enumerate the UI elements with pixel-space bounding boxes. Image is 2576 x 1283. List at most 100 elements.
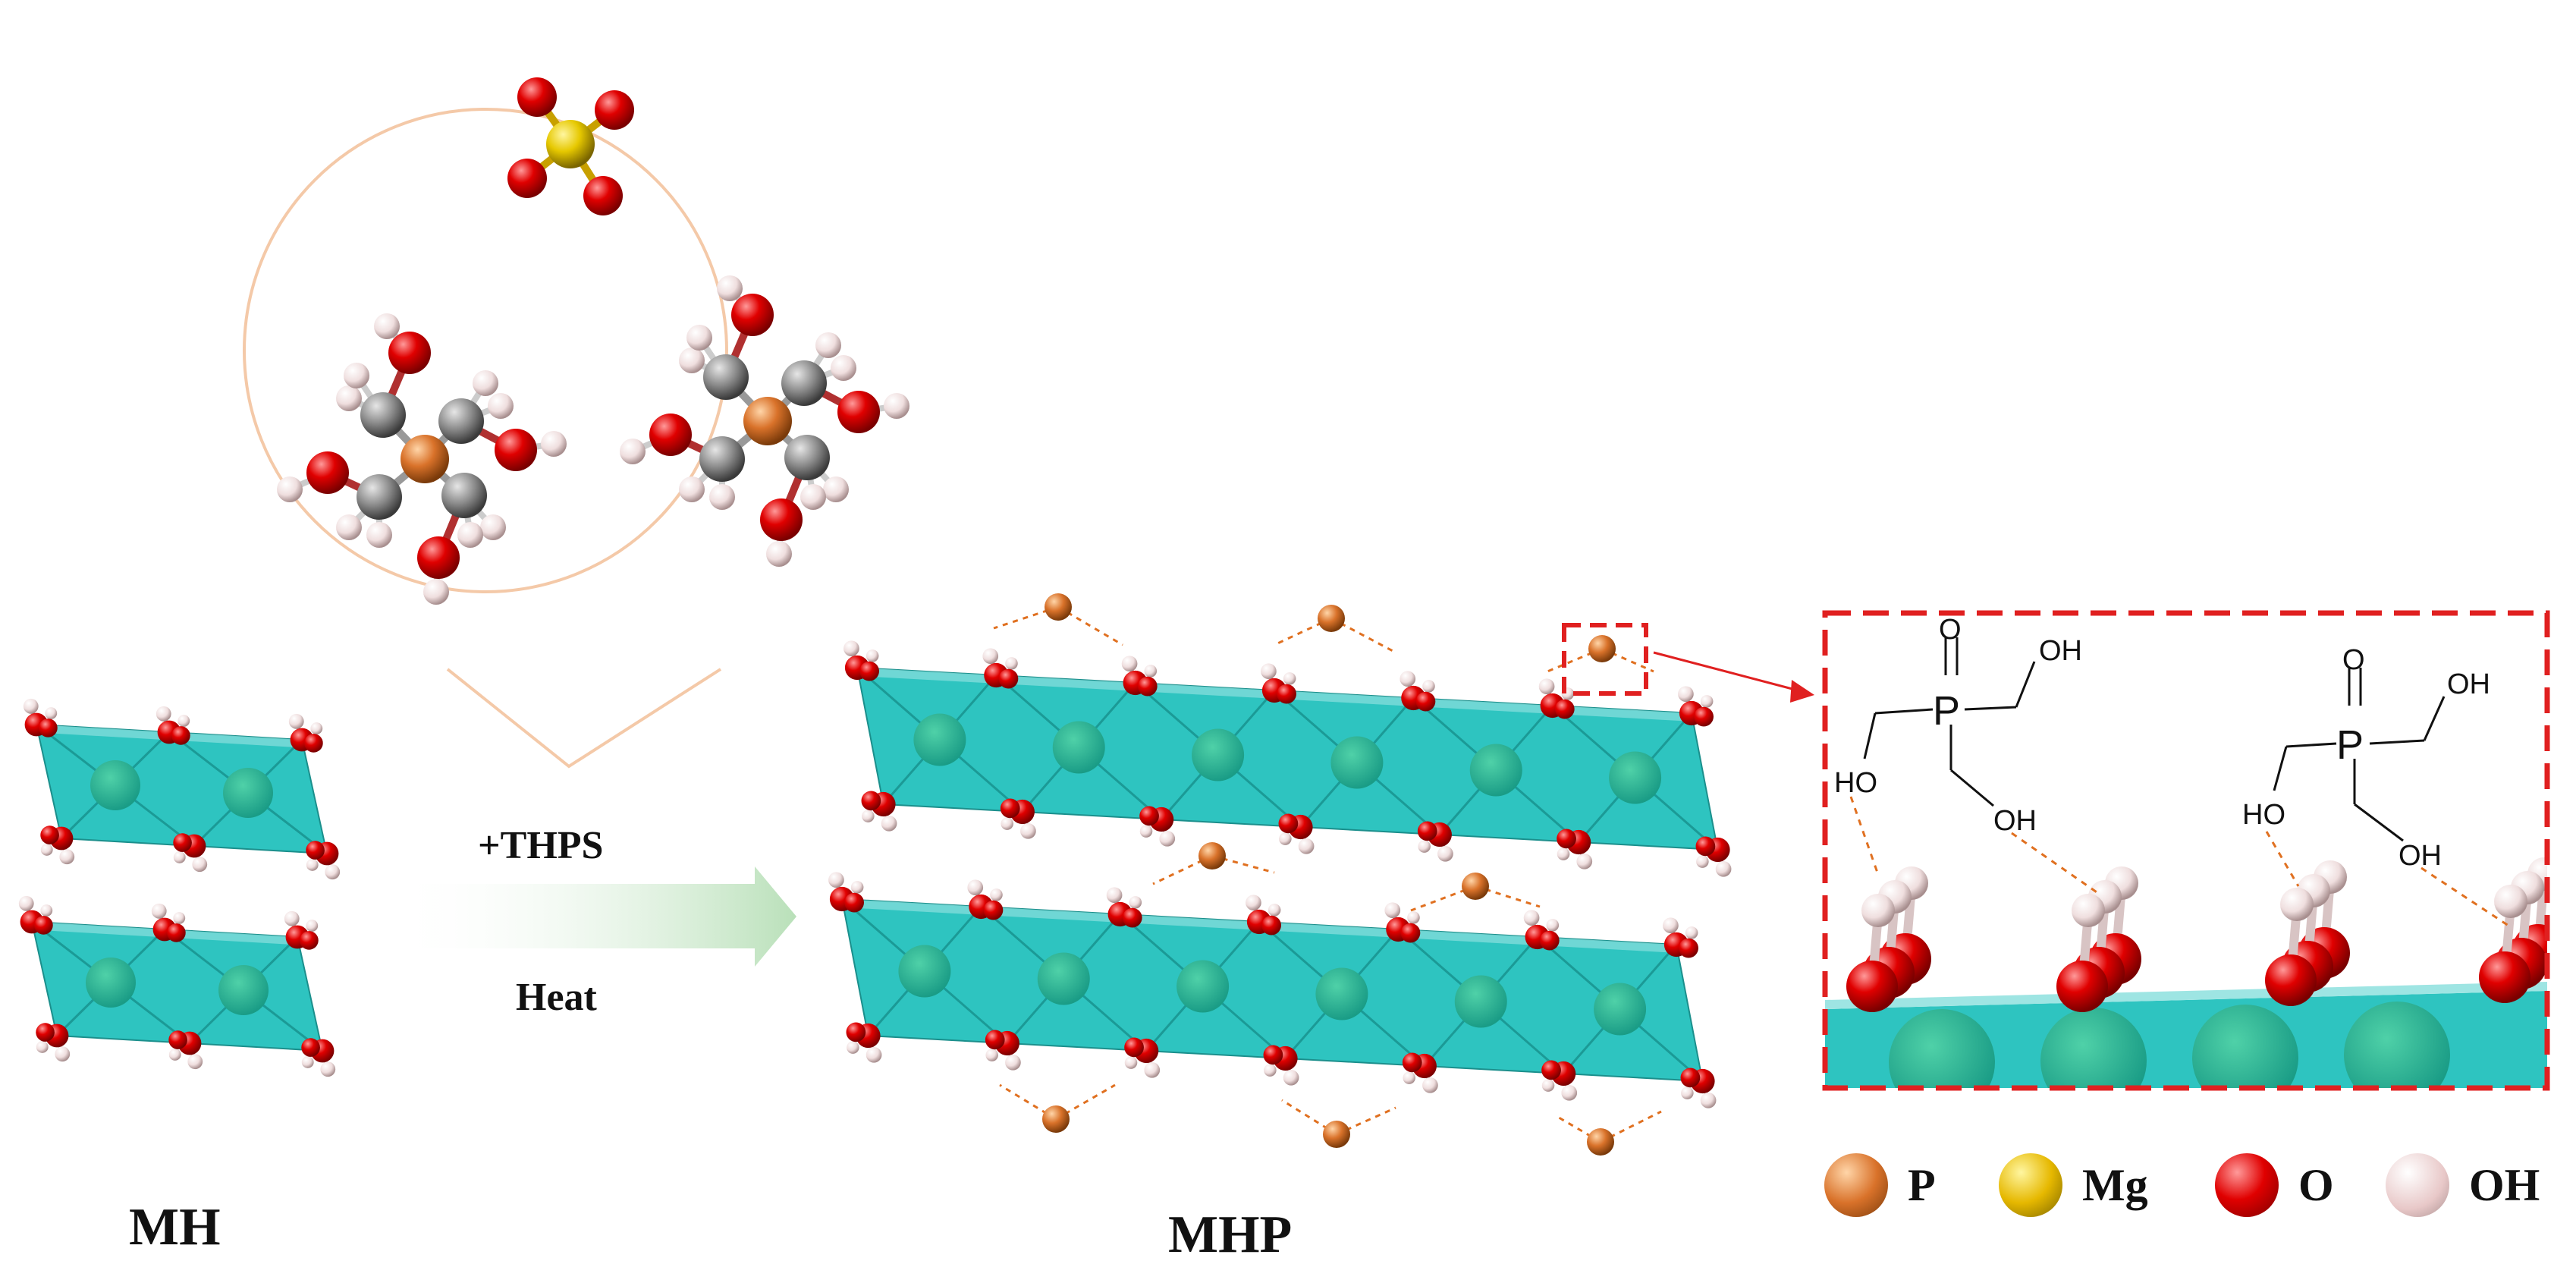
legend-swatch (1824, 1153, 1888, 1217)
hydrogen-atom (1020, 822, 1036, 839)
hydrogen-atom (173, 851, 186, 863)
carbon-atom (360, 392, 406, 438)
carbon-atom (784, 435, 830, 480)
oxygen-atom (171, 726, 190, 745)
magnesium-atom (2344, 1002, 2450, 1088)
hydrogen-atom (884, 393, 909, 419)
oxygen-atom (1680, 1068, 1701, 1088)
hydrogen-atom (1261, 663, 1277, 680)
magnesium-atom (1176, 960, 1230, 1013)
hydrogen-bond (1554, 1114, 1601, 1143)
condition-label: Heat (516, 976, 597, 1019)
magnesium-atom (1192, 728, 1245, 781)
magnesium-atom (218, 965, 269, 1015)
hydrogen-atom (1144, 1061, 1161, 1078)
oxygen-atom (731, 294, 774, 336)
reagent-label: +THPS (478, 824, 604, 867)
hydrogen-atom (1246, 895, 1261, 911)
hydrogen-atom (1400, 671, 1416, 687)
oxygen-atom (2265, 954, 2317, 1006)
magnesium-atom (1052, 721, 1105, 774)
hydrogen-atom (1685, 926, 1698, 939)
hydrogen-atom (1700, 695, 1714, 708)
hydrogen-atom (366, 522, 392, 548)
hydrogen-atom (1279, 832, 1292, 845)
oxygen-atom (983, 900, 1004, 920)
phosphorus-atom (401, 435, 449, 483)
magnesium-atom (1315, 967, 1368, 1020)
hydrogen-atom (862, 810, 875, 822)
hydrogen-atom (301, 1056, 314, 1068)
hydrogen-atom (1407, 911, 1420, 924)
legend-label: O (2298, 1159, 2334, 1210)
magnesium-atom (1889, 1009, 1995, 1088)
oxygen-atom (1557, 829, 1576, 849)
hydrogen-atom (310, 722, 323, 734)
carbon-atom (699, 436, 745, 482)
hydrogen-atom (1159, 830, 1176, 847)
legend-swatch (1999, 1153, 2062, 1217)
oxygen-atom (2056, 961, 2108, 1012)
hydrogen-atom (1283, 672, 1296, 685)
oxygen-atom (1415, 691, 1436, 712)
oxygen-atom (1679, 938, 1698, 958)
oxygen-atom (495, 429, 537, 471)
hydrogen-atom (1139, 825, 1153, 838)
hydrogen-atom (192, 857, 208, 873)
formula-phosphorus: P (2336, 722, 2364, 768)
hydrogen-atom (1283, 1069, 1299, 1086)
hydrogen-atom (1264, 1064, 1277, 1077)
oxygen-atom (595, 90, 634, 130)
hydrogen-atom (541, 431, 567, 457)
magnesium-atom (1609, 751, 1662, 804)
hydrogen-atom (173, 912, 186, 924)
oxygen-atom (1263, 1045, 1283, 1065)
hydrogen-atom (1523, 910, 1540, 926)
hydrogen-atom (2072, 894, 2105, 927)
phosphorus-atom (1198, 842, 1226, 869)
magnesium-atom (1330, 736, 1384, 789)
formula-oxygen: O (2342, 644, 2365, 676)
hydrogen-atom (1005, 657, 1018, 670)
hydrogen-atom (1124, 1056, 1138, 1069)
hydrogen-atom (187, 1054, 203, 1070)
oxygen-atom (36, 1023, 55, 1042)
magnesium-atom (913, 713, 966, 766)
oxygen-atom (1400, 923, 1421, 943)
oxygen-atom (2479, 951, 2530, 1003)
hydrogen-atom (1700, 1092, 1717, 1108)
oxygen-atom (1124, 1037, 1144, 1058)
oxygen-atom (1139, 806, 1159, 826)
hydrogen-atom (23, 698, 39, 714)
hydrogen-atom (1384, 902, 1401, 919)
oxygen-atom (1277, 684, 1296, 704)
hydrogen-atom (488, 393, 514, 419)
hydrogen-atom (45, 707, 58, 719)
hydrogen-atom (480, 514, 506, 540)
hydrogen-atom (865, 649, 879, 662)
magnesium-atom (2192, 1005, 2298, 1088)
hydrogen-atom (1576, 853, 1593, 869)
legend-item-oh: OH (2386, 1153, 2540, 1217)
oxygen-atom (301, 1038, 320, 1057)
hydrogen-atom (18, 895, 34, 911)
magnesium-atom (86, 958, 136, 1008)
oxygen-atom (1417, 821, 1437, 841)
magnesium-atom (898, 945, 951, 998)
oxygen-atom (306, 841, 325, 860)
magnesium-atom (90, 760, 140, 810)
hydrogen-atom (336, 385, 362, 411)
oxygen-atom (583, 176, 623, 215)
hydrogen-atom (823, 476, 849, 502)
hydrogen-atom (1422, 1077, 1438, 1093)
magnesium-atom (1454, 975, 1507, 1028)
hydrogen-atom (1403, 1071, 1415, 1084)
hydrogen-atom (766, 541, 792, 567)
hydrogen-atom (815, 332, 841, 358)
oxygen-atom (1695, 836, 1716, 857)
hydrogen-atom (1422, 680, 1435, 693)
oxygen-atom (388, 332, 431, 374)
hydrogen-atom (831, 355, 856, 381)
hydrogen-atom (1541, 1079, 1555, 1092)
oxygen-atom (173, 833, 192, 852)
